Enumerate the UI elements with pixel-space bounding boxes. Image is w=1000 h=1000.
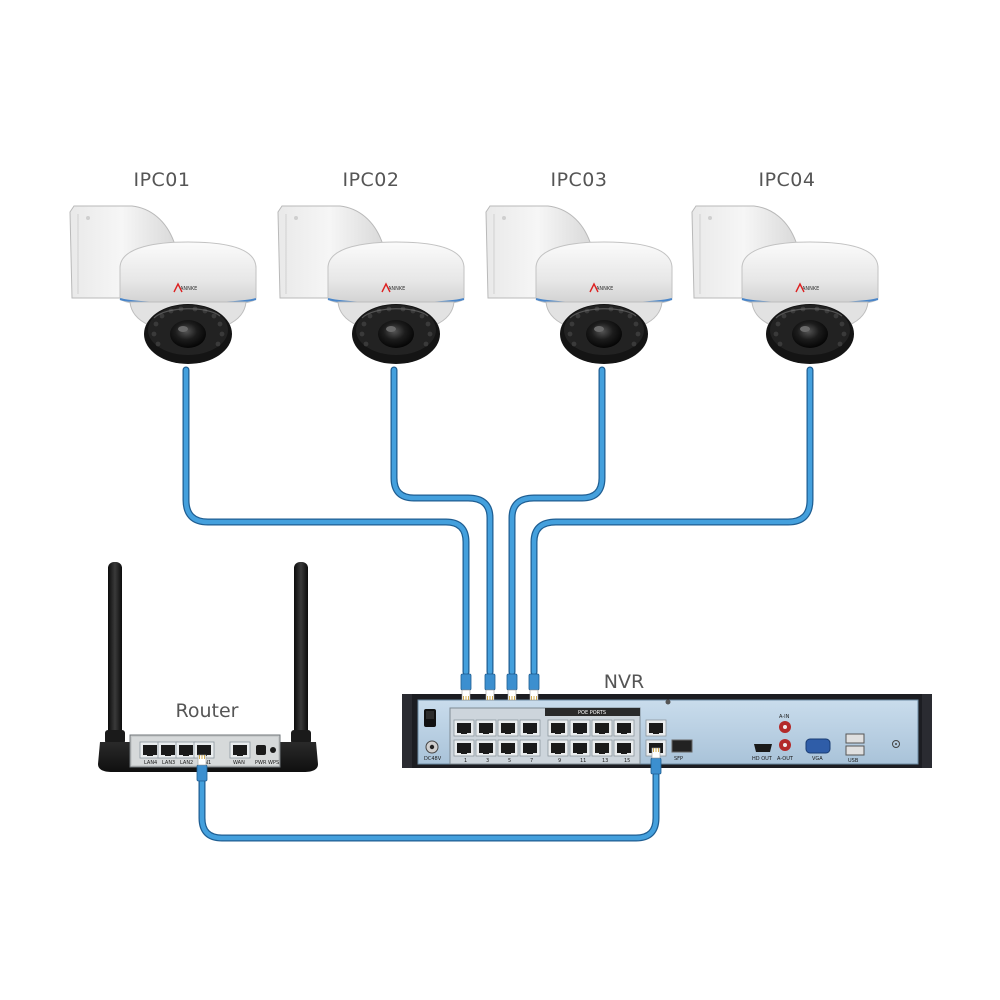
svg-text:DC48V: DC48V [424,756,442,762]
svg-text:HD OUT: HD OUT [752,756,773,762]
cable-router-nvr [198,771,660,842]
poe-port-number: 5 [508,758,511,764]
poe-port-number: 11 [580,758,586,764]
nvr-poe-ports: POE PORTS 12345678910111213141516 [449,707,641,765]
svg-text:SFP: SFP [674,756,683,762]
antenna-left [105,562,125,744]
camera-ipc02: ANNKE [277,205,465,365]
svg-text:LAN4: LAN4 [144,760,157,766]
svg-text:LAN3: LAN3 [162,760,175,766]
camera-ipc01: ANNKE [69,205,257,365]
svg-text:POE PORTS: POE PORTS [578,710,606,716]
svg-text:PWR: PWR [255,760,267,766]
antenna-right [291,562,311,744]
nvr-label: NVR [604,671,644,693]
svg-text:A-IN: A-IN [779,714,790,720]
camera-brand: ANNKE [180,286,197,292]
router-plug [196,754,208,782]
camera-label-ipc02: IPC02 [342,169,399,191]
camera-ipc04: ANNKE [691,205,879,365]
nvr: DC48V POE PORTS 12345678910111213141516 … [402,694,932,768]
svg-text:VGA: VGA [812,756,823,762]
svg-text:A-OUT: A-OUT [777,756,794,762]
router: LAN4 LAN3 LAN2 LAN1 WAN PWR WPS [98,562,318,772]
camera-ipc03: ANNKE [485,205,673,365]
camera-brand: ANNKE [388,286,405,292]
poe-port-number: 3 [486,758,489,764]
camera-brand: ANNKE [802,286,819,292]
cable-layer [182,366,814,842]
camera-label-ipc01: IPC01 [133,169,190,191]
camera-label-ipc03: IPC03 [550,169,607,191]
svg-text:USB: USB [848,758,859,764]
poe-port-number: 9 [558,758,561,764]
poe-port-number: 15 [624,758,630,764]
poe-port-number: 7 [530,758,533,764]
router-label: Router [176,700,239,722]
svg-text:WAN: WAN [233,760,245,766]
svg-text:LAN2: LAN2 [180,760,193,766]
poe-port-number: 1 [464,758,467,764]
svg-text:WPS: WPS [268,760,279,766]
camera-label-ipc04: IPC04 [758,169,815,191]
camera-brand: ANNKE [596,286,613,292]
poe-port-number: 13 [602,758,608,764]
